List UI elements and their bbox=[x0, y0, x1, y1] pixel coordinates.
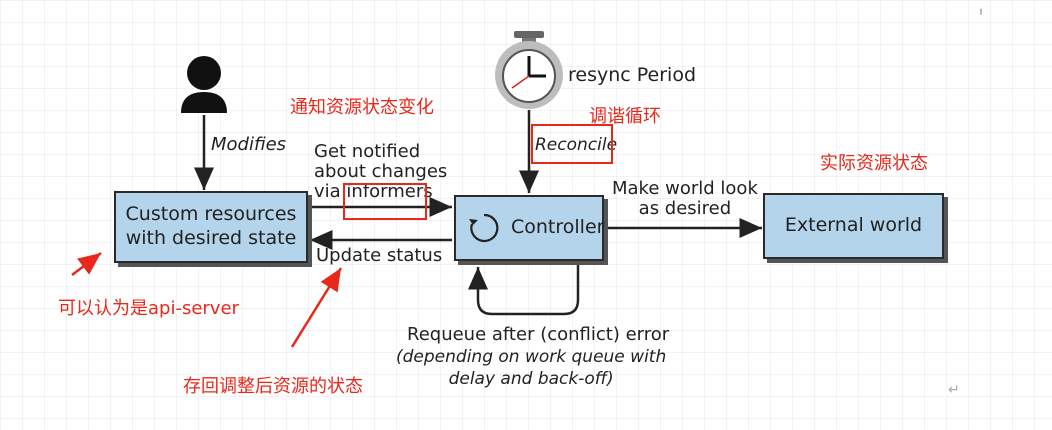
save-back-pointer bbox=[290, 267, 343, 348]
notify-annotation: 通知资源状态变化 bbox=[290, 97, 434, 118]
actual-state-annotation: 实际资源状态 bbox=[820, 153, 928, 174]
reconcile-highlight bbox=[531, 124, 613, 164]
update-status-label: Update status bbox=[316, 245, 443, 266]
requeue-loop-arrow bbox=[468, 262, 580, 316]
get-notified-label: Get notified about changes via informers bbox=[314, 141, 448, 202]
custom-resources-node: Custom resources with desired state bbox=[114, 191, 308, 263]
external-world-node: External world bbox=[763, 193, 944, 259]
edge-mark-icon: ╹ bbox=[978, 10, 985, 21]
controller-node: Controller bbox=[454, 195, 604, 261]
make-world-label: Make world look as desired bbox=[612, 178, 758, 219]
loop-icon bbox=[469, 213, 499, 243]
person-icon bbox=[181, 56, 227, 113]
resync-period-label: resync Period bbox=[568, 64, 696, 86]
controller-label: Controller bbox=[511, 216, 605, 239]
return-icon: ↵ bbox=[948, 381, 960, 397]
modifies-label: Modifies bbox=[211, 134, 287, 155]
requeue-detail-label: (depending on work queue with delay and … bbox=[396, 347, 667, 389]
reconcile-loop-annotation: 调谐循环 bbox=[589, 106, 661, 127]
api-server-pointer bbox=[71, 252, 102, 276]
informers-highlight bbox=[343, 183, 427, 220]
api-server-annotation: 可以认为是api-server bbox=[58, 298, 239, 319]
reconcile-label: Reconcile bbox=[535, 135, 618, 155]
requeue-label: Requeue after (conflict) error bbox=[407, 324, 670, 345]
clock-icon bbox=[495, 31, 563, 109]
save-back-annotation: 存回调整后资源的状态 bbox=[183, 376, 363, 397]
